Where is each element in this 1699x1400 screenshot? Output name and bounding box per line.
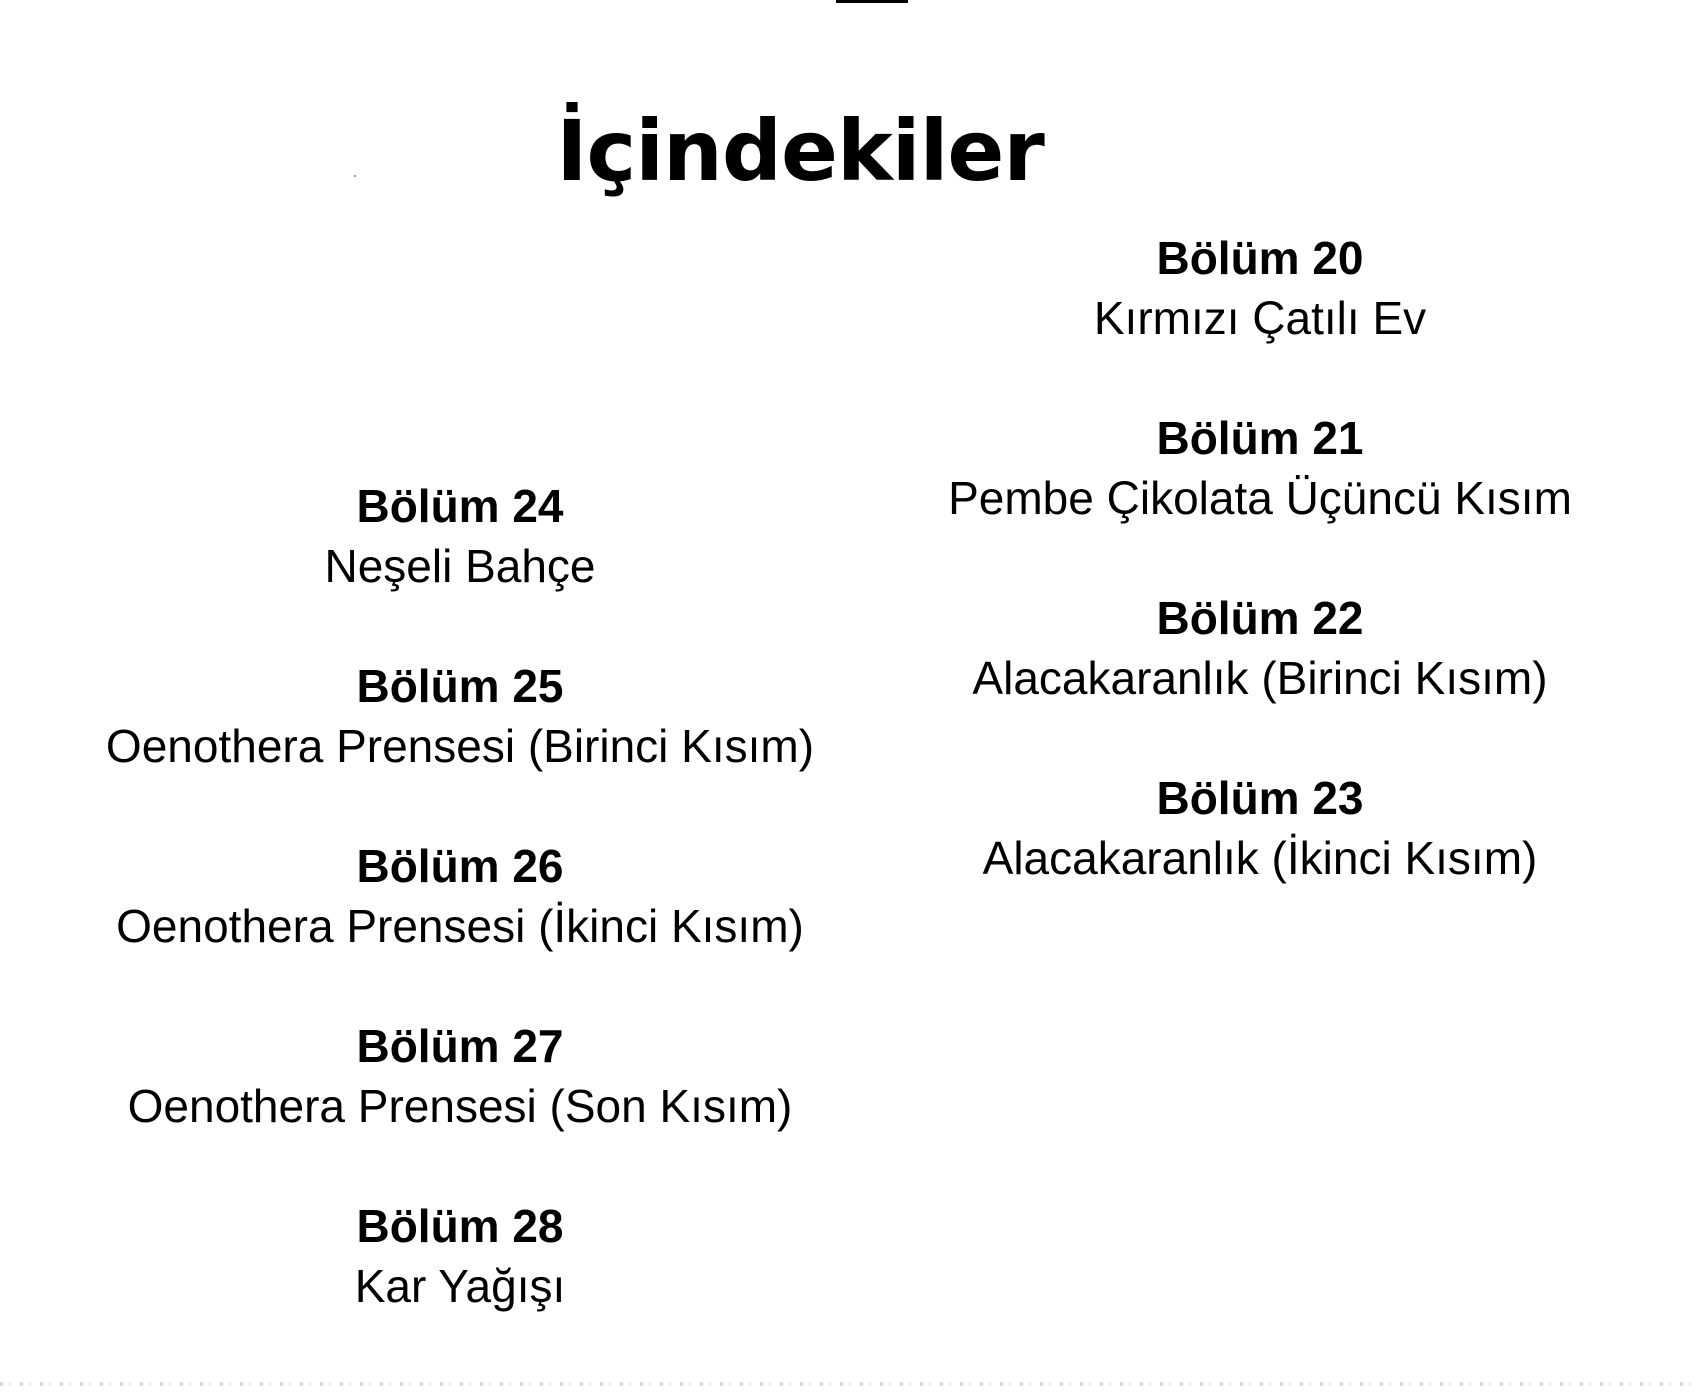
toc-entry: Bölüm 24 Neşeli Bahçe <box>40 476 880 596</box>
chapter-title: Oenothera Prensesi (İkinci Kısım) <box>116 900 804 952</box>
chapter-title: Neşeli Bahçe <box>324 540 596 592</box>
toc-entry: Bölüm 26 Oenothera Prensesi (İkinci Kısı… <box>40 836 880 956</box>
chapter-heading: Bölüm 21 <box>1156 412 1364 464</box>
chapter-heading: Bölüm 20 <box>1156 232 1364 284</box>
chapter-title: Oenothera Prensesi (Birinci Kısım) <box>105 720 815 772</box>
chapter-title: Alacakaranlık (Birinci Kısım) <box>972 652 1548 704</box>
chapter-title: Alacakaranlık (İkinci Kısım) <box>982 832 1538 884</box>
chapter-heading: Bölüm 28 <box>356 1200 564 1252</box>
toc-entry: Bölüm 21 Pembe Çikolata Üçüncü Kısım <box>880 408 1640 528</box>
chapter-heading: Bölüm 22 <box>1156 592 1364 644</box>
toc-entry: Bölüm 22 Alacakaranlık (Birinci Kısım) <box>880 588 1640 708</box>
chapter-title: Kar Yağışı <box>354 1260 566 1312</box>
scan-speck <box>354 175 356 177</box>
toc-column-right: Bölüm 20 Kırmızı Çatılı Ev Bölüm 21 Pemb… <box>880 228 1640 948</box>
chapter-heading: Bölüm 26 <box>356 840 564 892</box>
toc-entry: Bölüm 27 Oenothera Prensesi (Son Kısım) <box>40 1016 880 1136</box>
chapter-heading: Bölüm 23 <box>1156 772 1364 824</box>
chapter-title: Pembe Çikolata Üçüncü Kısım <box>948 472 1572 524</box>
page-title: İçindekiler <box>556 102 1045 201</box>
chapter-heading: Bölüm 25 <box>356 660 564 712</box>
toc-entry: Bölüm 28 Kar Yağışı <box>40 1196 880 1316</box>
chapter-heading: Bölüm 24 <box>356 480 564 532</box>
toc-entry: Bölüm 20 Kırmızı Çatılı Ev <box>880 228 1640 348</box>
chapter-title: Kırmızı Çatılı Ev <box>1093 292 1427 344</box>
toc-entry: Bölüm 23 Alacakaranlık (İkinci Kısım) <box>880 768 1640 888</box>
toc-column-left: Bölüm 24 Neşeli Bahçe Bölüm 25 Oenothera… <box>40 476 880 1376</box>
chapter-title: Oenothera Prensesi (Son Kısım) <box>127 1080 793 1132</box>
toc-entry: Bölüm 25 Oenothera Prensesi (Birinci Kıs… <box>40 656 880 776</box>
top-edge-mark <box>836 0 908 3</box>
chapter-heading: Bölüm 27 <box>356 1020 564 1072</box>
scan-noise-bottom <box>0 1382 1699 1386</box>
